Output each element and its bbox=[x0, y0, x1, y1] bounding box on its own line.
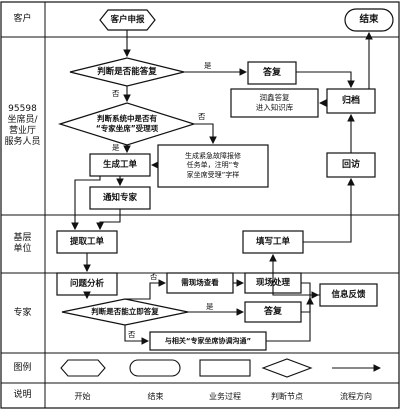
lane-legend: 图例 bbox=[13, 362, 32, 373]
answer-top-shape bbox=[247, 61, 297, 85]
edge-label-yes: 是 bbox=[204, 61, 212, 70]
legend-decision-icon bbox=[261, 358, 313, 378]
legend-start-icon bbox=[60, 359, 106, 377]
edge-expert-no bbox=[194, 123, 217, 145]
judge-answer-node: 判断是否能答复 bbox=[97, 67, 157, 77]
edge-coordinate-to-feedback bbox=[266, 296, 314, 342]
emergency-note-shape bbox=[157, 144, 269, 188]
archive-node: 归档 bbox=[341, 96, 360, 106]
judge-expert-node: 判断系统中是否有 “专家坐席”受理项 bbox=[95, 114, 159, 133]
legend-end-icon bbox=[129, 359, 181, 377]
feedback-node: 信息反馈 bbox=[331, 290, 366, 300]
edge-label-no: 否 bbox=[128, 330, 136, 339]
site-handle-node: 现场处理 bbox=[255, 278, 290, 288]
lane-grassroots: 基层 单位 bbox=[13, 233, 32, 254]
edge-judge-to-coordinate bbox=[124, 325, 150, 345]
edge-notify-to-fetch bbox=[96, 209, 121, 231]
answer-mid-node: 答复 bbox=[263, 307, 282, 317]
lane-customer: 客户 bbox=[13, 14, 32, 24]
end-node-shape bbox=[344, 8, 394, 32]
refine-node: 润鑫答复 进入知识库 bbox=[255, 93, 294, 112]
legend-process-icon bbox=[199, 359, 251, 377]
refine-shape bbox=[230, 88, 319, 118]
archive-shape bbox=[326, 88, 376, 114]
legend-end-label: 结束 bbox=[147, 392, 164, 401]
legend-start-label: 开始 bbox=[74, 392, 91, 401]
revisit-node: 回访 bbox=[341, 160, 360, 170]
legend-flow-label: 流程方向 bbox=[340, 392, 372, 401]
edge-handle-to-feedback bbox=[301, 282, 320, 299]
gen-order-node: 生成工单 bbox=[102, 160, 137, 170]
legend-process-label: 业务过程 bbox=[209, 392, 241, 401]
start-node: 客户申报 bbox=[110, 15, 145, 25]
answer-top-node: 答复 bbox=[262, 68, 281, 78]
edge-judge-site-check bbox=[125, 279, 167, 300]
edge-label-no: 否 bbox=[198, 112, 206, 121]
edge-fill-to-revisit bbox=[303, 177, 355, 243]
fetch-order-node: 提取工单 bbox=[69, 237, 104, 247]
legend-decision-label: 判断节点 bbox=[271, 392, 303, 401]
fill-order-node: 填写工单 bbox=[255, 237, 290, 247]
notify-expert-node: 通知专家 bbox=[102, 193, 137, 203]
edge-answer-mid-to-feedback bbox=[301, 295, 311, 313]
lane-expert: 专家 bbox=[13, 307, 32, 318]
lane-explain: 说明 bbox=[13, 390, 32, 400]
edge-label-no: 否 bbox=[112, 89, 120, 98]
edge-label-yes: 是 bbox=[206, 302, 214, 311]
edge-feedback-to-fill bbox=[269, 253, 320, 296]
edge-order-to-fetch bbox=[71, 176, 101, 231]
start-node-shape bbox=[99, 9, 156, 31]
lane-staff: 95598 坐席员/ 营业厅 服务人员 bbox=[4, 104, 41, 147]
site-check-node: 需现场查看 bbox=[181, 278, 219, 287]
coordinate-node: 与相关“专家坐席协调沟通” bbox=[164, 337, 252, 345]
analyze-node: 问题分析 bbox=[69, 279, 104, 289]
end-node: 结束 bbox=[359, 14, 379, 25]
edge-label-no: 否 bbox=[150, 272, 158, 281]
judge-immediate-node: 判断是否能立即答复 bbox=[91, 307, 159, 316]
emergency-note-node: 生成紧急故障报修 任务单，注明“专 家坐席受理”字样 bbox=[185, 151, 241, 179]
edge-label-yes: 是 bbox=[112, 143, 120, 152]
edge-answer-to-archive bbox=[296, 71, 355, 89]
